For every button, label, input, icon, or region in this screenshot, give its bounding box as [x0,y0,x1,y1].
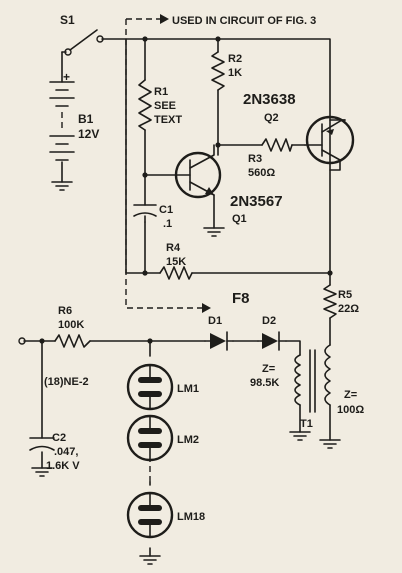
diode-to-secondary-wire [285,340,301,356]
label-r4-name: R4 [166,242,181,254]
label-r6-value: 100K [58,319,84,331]
label-lm1: LM1 [177,383,199,395]
label-z-right-2: 100Ω [337,404,364,416]
ground-icon [31,467,53,477]
label-q2-name: Q2 [264,112,279,124]
label-s1: S1 [60,13,75,27]
label-q1-part: 2N3567 [230,193,283,210]
junction-dot [215,142,221,148]
label-r3-value: 560Ω [248,167,275,179]
resistor-r2 [211,51,225,91]
junction-dot [39,338,45,344]
lamp-lm2 [126,414,174,462]
input-terminal [18,337,26,345]
ground-icon [319,439,341,449]
junction-dot [142,172,148,178]
transistor-q1 [174,144,222,199]
transformer-t1 [294,344,331,413]
label-fig-note: USED IN CIRCUIT OF FIG. 3 [172,15,316,27]
label-r2-value: 1K [228,67,242,79]
lamp-lm1 [126,363,174,411]
label-d1: D1 [208,315,222,327]
label-lamps-type: (18)NE-2 [44,376,89,388]
junction-dot [327,270,333,276]
label-c1-value: .1 [163,218,172,230]
diode-d2 [257,331,287,351]
label-r3-name: R3 [248,153,262,165]
label-r1-value-1: SEE [154,100,176,112]
label-z-right-1: Z= [344,389,357,401]
label-r4-value: 15K [166,256,186,268]
resistor-r6 [54,334,91,348]
label-z-left-1: Z= [262,363,275,375]
arrow-head-icon [202,303,211,313]
resistor-r4 [159,266,193,280]
label-c2-name: C2 [52,432,66,444]
label-q1-name: Q1 [232,213,247,225]
label-c1-name: C1 [159,204,173,216]
label-r1-name: R1 [154,86,168,98]
label-z-left-2: 98.5K [250,377,279,389]
junction-dot [142,36,148,42]
resistor-r3 [261,138,293,152]
label-b1-name: B1 [78,112,94,126]
battery-b1: + [49,70,75,161]
label-lm2: LM2 [177,434,199,446]
label-lm18: LM18 [177,511,205,523]
capacitor-c2 [29,437,55,451]
ground-icon [139,555,161,565]
resistor-r1 [138,79,152,131]
transistor-q2 [304,115,355,171]
fig3-dashed-line [125,19,205,309]
capacitor-c1 [133,204,157,223]
switch-s1 [64,29,104,56]
label-c2-value-2: 1.6K V [46,460,80,472]
label-r5-value: 22Ω [338,303,359,315]
label-d2: D2 [262,315,276,327]
top-rail-wire [101,38,331,274]
label-f8: F8 [232,290,250,307]
junction-dot [215,36,221,42]
label-q2-part: 2N3638 [243,91,296,108]
label-r6-name: R6 [58,305,72,317]
label-t1: T1 [300,418,313,430]
ground-icon [289,431,311,441]
label-r2-name: R2 [228,53,242,65]
label-b1-value: 12V [78,127,99,141]
ground-icon [51,181,73,191]
svg-text:+: + [63,70,70,84]
ground-icon [203,227,225,237]
resistor-r5 [323,284,337,319]
lamp-lm18 [126,491,174,539]
label-r1-value-2: TEXT [154,114,182,126]
arrow-head-icon [160,14,169,24]
label-c2-value-1: .047, [54,446,78,458]
diode-d1 [204,331,234,351]
label-r5-name: R5 [338,289,352,301]
junction-dot [147,338,153,344]
junction-dot [142,270,148,276]
